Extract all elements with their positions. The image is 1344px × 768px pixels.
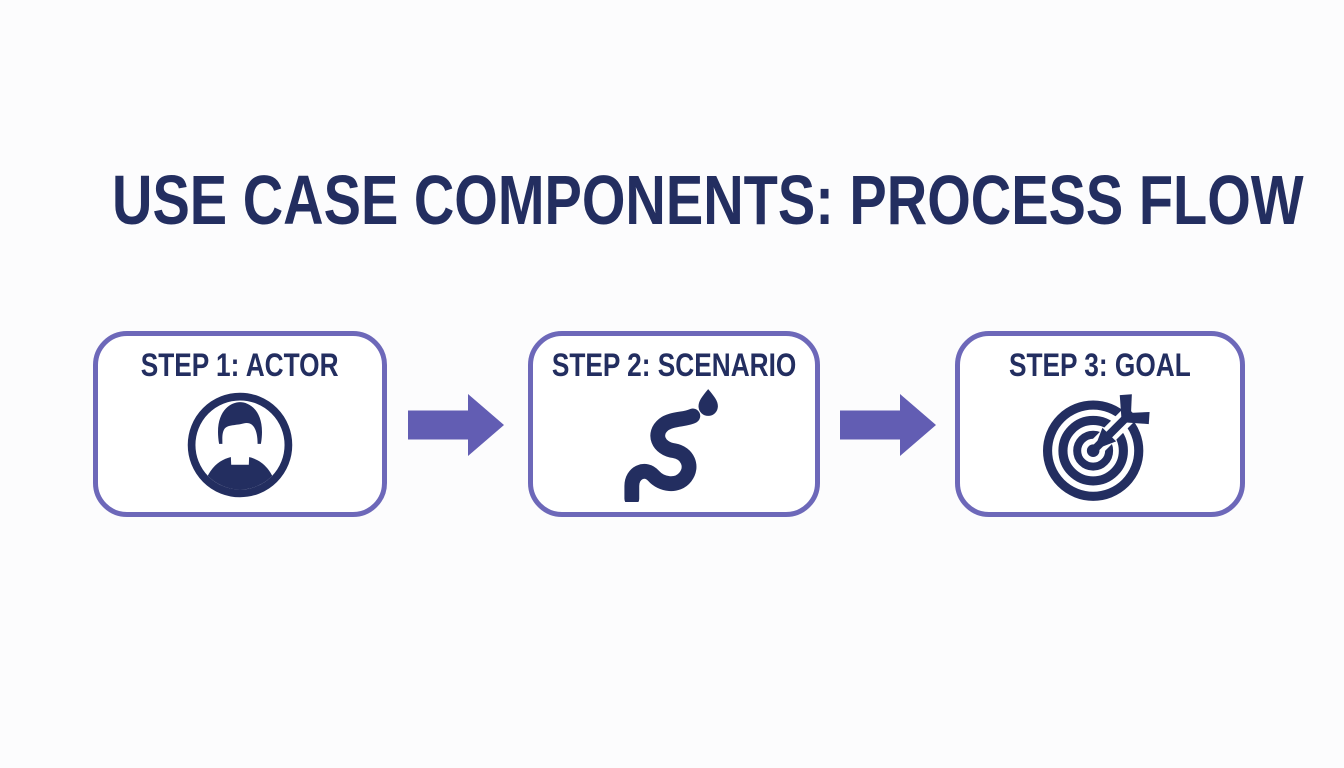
actor-avatar-icon	[185, 377, 295, 512]
right-arrow-icon	[408, 394, 504, 461]
winding-path-icon	[617, 377, 731, 512]
step-label: STEP 2: SCENARIO	[551, 347, 797, 383]
page-title: USE CASE COMPONENTS: PROCESS FLOW	[112, 161, 1304, 239]
step-label: STEP 3: GOAL	[1009, 347, 1191, 383]
step-card-actor: STEP 1: ACTOR	[93, 331, 387, 517]
step-card-scenario: STEP 2: SCENARIO	[528, 331, 820, 517]
right-arrow-icon	[840, 394, 936, 461]
step-card-goal: STEP 3: GOAL	[955, 331, 1245, 517]
step-label: STEP 1: ACTOR	[141, 347, 339, 383]
target-dart-icon	[1036, 377, 1164, 512]
